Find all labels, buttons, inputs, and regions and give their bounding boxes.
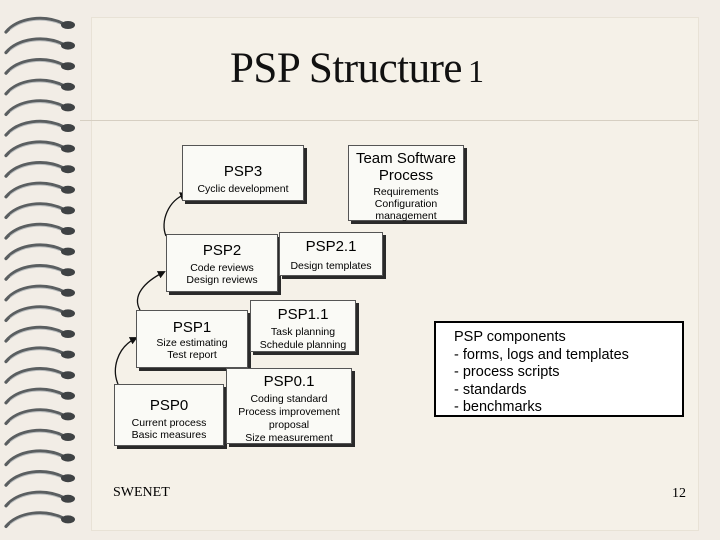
psp3-title: PSP3 [223,163,263,180]
title-divider [80,120,698,121]
spiral-ring [4,140,75,158]
components-heading: PSP components [454,329,566,345]
psp2-item-2: Design reviews [186,274,258,286]
spiral-ring [4,470,75,487]
spiral-ring [4,284,75,302]
spiral-ring [4,181,75,199]
psp0-item-1: Current process [131,417,207,429]
psp2-item-1: Code reviews [190,262,254,274]
title-number: 1 [468,53,484,89]
psp1-box: PSP1 Size estimating Test report [136,310,248,368]
psp2-title: PSP2 [202,242,242,259]
tsp-item-2: Configuration [374,198,438,210]
psp0-item-2: Basic measures [131,429,207,441]
spiral-binding [4,16,75,528]
spiral-ring [4,408,75,425]
footer-org: SWENET [113,485,170,500]
psp1-item-1: Size estimating [156,337,228,349]
spiral-ring [4,346,75,364]
tsp-box: Team Software Process Requirements Confi… [348,145,464,222]
spiral-ring [4,161,75,178]
spiral-ring [4,99,75,116]
tsp-title-line2: Process [378,167,434,184]
psp0-1-item-1: Coding standard [250,393,328,405]
components-item: - standards [454,381,527,398]
spiral-ring [4,119,75,137]
psp1-item-2: Test report [167,349,217,361]
psp0-1-box: PSP0.1 Coding standard Process improveme… [226,368,352,444]
spiral-ring [4,305,75,322]
components-item: - benchmarks [454,399,542,415]
spiral-ring [4,387,75,405]
components-item: - process scripts [454,364,560,380]
psp2-1-title: PSP2.1 [305,238,357,255]
psp0-1-title: PSP0.1 [263,373,315,390]
spiral-ring [4,202,75,219]
spiral-ring [4,264,75,281]
psp2-box: PSP2 Code reviews Design reviews [166,234,278,292]
psp-components-box: PSP components - forms, logs and templat… [434,321,684,417]
psp1-title: PSP1 [172,319,212,336]
title-text: PSP Structure [230,45,463,92]
spiral-ring [4,243,75,261]
spiral-ring [4,367,75,384]
spiral-ring [4,58,75,75]
tsp-item-3: management [375,210,437,222]
spiral-ring [4,37,75,55]
page-number: 12 [672,486,686,501]
spiral-ring [4,16,75,34]
psp1-1-box: PSP1.1 Task planning Schedule planning [250,300,356,352]
tsp-title-line1: Team Software [355,150,457,167]
spiral-ring [4,325,75,343]
psp1-1-item-2: Schedule planning [259,339,347,351]
spiral-ring [4,428,75,446]
psp3-item: Cyclic development [197,183,289,195]
psp0-1-item-4: Size measurement [245,432,333,444]
psp0-title: PSP0 [149,397,189,414]
psp1-1-item-1: Task planning [270,326,336,338]
spiral-ring [4,511,75,528]
spiral-ring [4,78,75,96]
psp0-1-item-3: proposal [268,419,310,431]
psp0-box: PSP0 Current process Basic measures [114,384,224,446]
spiral-ring [4,449,75,467]
tsp-item-1: Requirements [373,186,439,198]
components-item: - forms, logs and templates [454,346,629,363]
psp1-1-title: PSP1.1 [277,306,329,323]
spiral-ring [4,490,75,508]
psp3-box: PSP3 Cyclic development [182,145,304,201]
psp0-1-item-2: Process improvement [238,406,340,418]
psp2-1-box: PSP2.1 Design templates [279,232,383,276]
spiral-ring [4,222,75,240]
psp2-1-item: Design templates [290,260,372,272]
